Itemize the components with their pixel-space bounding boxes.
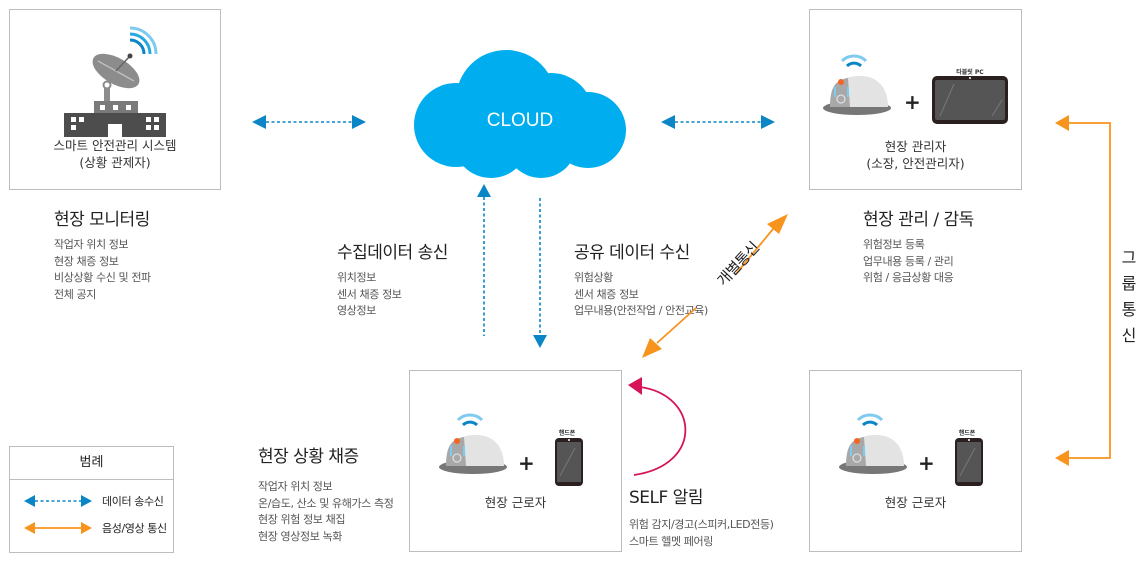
tablet-icon xyxy=(932,76,1008,124)
group-comm-char: 신 xyxy=(1121,326,1137,345)
tablet-label: 타블릿 PC xyxy=(956,69,984,76)
self-alarm-arrow xyxy=(628,377,687,476)
site-manager-box[interactable]: + 타블릿 PC 현장 관리자 (소장, 안전관리자) xyxy=(809,9,1022,190)
download-item: 센서 채증 정보 xyxy=(574,287,639,301)
site-manager-caption-2: (소장, 안전관리자) xyxy=(866,156,965,171)
voice-arrow-individual-comm xyxy=(642,214,788,358)
satellite-building-icon xyxy=(64,26,166,137)
supervision-list: 위험정보 등록 업무내용 등록 / 관리 위험 / 응급상황 대응 xyxy=(863,237,954,287)
smartphone-icon xyxy=(555,438,583,486)
plus-sign: + xyxy=(518,451,535,475)
group-comm-char: 룹 xyxy=(1121,274,1137,293)
monitoring-title: 현장 모니터링 xyxy=(54,210,150,230)
legend-title: 범례 xyxy=(10,447,173,480)
smartphone-label: 핸드폰 xyxy=(558,430,576,437)
site-manager-caption-1: 현장 관리자 xyxy=(884,139,947,154)
legend-label-data: 데이터 송수신 xyxy=(102,495,164,508)
download-list: 위험상황 센서 채증 정보 업무내용(안전작업 / 안전교육) xyxy=(574,270,708,320)
supervision-item: 위험정보 등록 xyxy=(863,238,925,251)
supervision-item: 위험 / 응급상황 대응 xyxy=(863,271,954,284)
group-comm-label: 그 룹 통 신 xyxy=(1119,245,1139,349)
plus-sign: + xyxy=(904,90,921,114)
plus-sign: + xyxy=(918,451,935,475)
cloud-icon[interactable] xyxy=(396,40,634,180)
evidence-item: 현장 영상정보 녹화 xyxy=(258,529,342,543)
worker-center-caption: 현장 근로자 xyxy=(484,495,547,510)
voice-arrow-group-comm xyxy=(1055,115,1111,466)
self-alarm-list: 위험 감지/경고(스피커,LED전등) 스마트 헬멧 페어링 xyxy=(629,517,774,550)
data-arrow-control-cloud xyxy=(252,115,366,129)
legend-label-voice: 음성/영상 통신 xyxy=(102,522,167,535)
upload-list: 위치정보 센서 채증 정보 영상정보 xyxy=(337,270,402,320)
dotted-double-arrow-icon xyxy=(24,495,92,507)
group-comm-char: 그 xyxy=(1121,248,1137,267)
legend-box: 범례 데이터 송수신 음성/영상 통신 xyxy=(9,446,174,553)
data-arrow-cloud-manager xyxy=(661,115,775,129)
monitoring-item: 비상상황 수신 및 전파 xyxy=(54,271,151,284)
evidence-item: 작업자 위치 정보 xyxy=(258,480,333,493)
cloud-label: CLOUD xyxy=(486,110,554,131)
worker-right-caption: 현장 근로자 xyxy=(884,495,947,510)
self-alarm-item: 스마트 헬멧 페어링 xyxy=(629,534,713,548)
download-item: 업무내용(안전작업 / 안전교육) xyxy=(574,304,708,317)
monitoring-item: 전체 공지 xyxy=(54,287,96,301)
arrowhead-down-target xyxy=(1055,450,1069,466)
upload-item: 위치정보 xyxy=(337,271,376,284)
arrowhead-up-target xyxy=(1055,115,1069,131)
arrowhead-left xyxy=(252,115,266,129)
smart-helmet-icon xyxy=(439,413,507,474)
evidence-title: 현장 상황 채증 xyxy=(258,447,359,467)
evidence-item: 온/습도, 산소 및 유해가스 측정 xyxy=(258,496,394,510)
worker-right-box[interactable]: + 핸드폰 현장 근로자 xyxy=(809,370,1022,552)
evidence-item: 현장 위험 정보 채집 xyxy=(258,513,346,526)
upload-item: 센서 채증 정보 xyxy=(337,287,402,301)
smart-helmet-icon xyxy=(823,54,891,115)
self-alarm-item: 위험 감지/경고(스피커,LED전등) xyxy=(629,518,774,531)
data-arrow-download xyxy=(533,198,547,348)
monitoring-list: 작업자 위치 정보 현장 채증 정보 비상상황 수신 및 전파 전체 공지 xyxy=(54,237,151,303)
upload-title: 수집데이터 송신 xyxy=(337,243,448,263)
control-system-caption-1: 스마트 안전관리 시스템 xyxy=(53,138,177,153)
group-comm-char: 통 xyxy=(1121,300,1137,319)
evidence-list: 작업자 위치 정보 온/습도, 산소 및 유해가스 측정 현장 위험 정보 채집… xyxy=(258,479,394,545)
worker-center-box[interactable]: + 핸드폰 현장 근로자 xyxy=(409,370,622,552)
solid-double-arrow-icon xyxy=(24,522,92,534)
monitoring-item: 현장 채증 정보 xyxy=(54,254,119,268)
monitoring-item: 작업자 위치 정보 xyxy=(54,238,129,251)
control-system-caption-2: (상황 관제자) xyxy=(79,155,151,170)
smartphone-label: 핸드폰 xyxy=(958,430,976,437)
arrowhead-right xyxy=(352,115,366,129)
self-alarm-title: SELF 알림 xyxy=(629,488,703,508)
download-item: 위험상황 xyxy=(574,271,613,284)
upload-item: 영상정보 xyxy=(337,304,376,317)
supervision-item: 업무내용 등록 / 관리 xyxy=(863,254,954,268)
data-arrow-upload xyxy=(477,184,491,336)
smart-helmet-icon xyxy=(839,413,907,474)
smartphone-icon xyxy=(955,438,983,486)
download-title: 공유 데이터 수신 xyxy=(574,243,690,263)
control-system-box[interactable]: 스마트 안전관리 시스템 (상황 관제자) xyxy=(9,9,221,190)
supervision-title: 현장 관리 / 감독 xyxy=(863,210,974,230)
